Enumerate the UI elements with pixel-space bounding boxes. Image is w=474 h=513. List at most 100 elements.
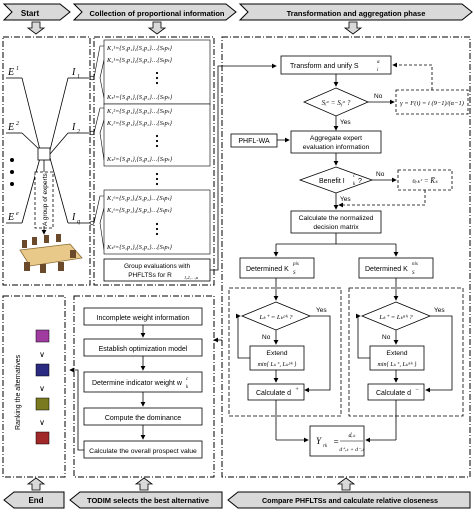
phase-header-start: Start (2, 3, 71, 21)
yes-label-1: Yes (340, 119, 351, 126)
aggregate-line2: evaluation information (303, 144, 370, 151)
phase-footer-todim: TODIM selects the best alternative (69, 491, 223, 509)
ks-groups: K₁¹={S₁p₁},{S₂p₂}…{Sₜpₜ} K₂¹={S₁p₁},{S₂p… (84, 39, 277, 282)
normalize-line2: decision matrix (313, 224, 359, 231)
incomplete-weight-label: Incomplete weight information (97, 315, 190, 322)
bottom-up-arrows (26, 477, 356, 491)
y-numerator: dᵣₖ (348, 433, 355, 439)
collection-label: Collection of proportional information (90, 9, 225, 18)
alternative-swatch-4 (35, 431, 50, 445)
alternative-swatch-2 (35, 363, 50, 377)
ks-row-1-2: K₂¹={S₁p₁},{S₂p₂}…{Sₜpₜ} (106, 57, 173, 64)
calc-dplus-label: Calculate d (256, 390, 291, 397)
no-label-4: No (382, 334, 391, 341)
no-label-2: No (376, 171, 385, 178)
prospect-value-box (83, 440, 203, 459)
meeting-table-icon (19, 226, 83, 273)
y-denominator: d⁺ᵣₖ + d⁻ᵣₖ (339, 447, 365, 453)
svg-text:∨: ∨ (39, 384, 45, 393)
svg-text:rk: rk (323, 444, 328, 449)
indicator-i2: I (71, 122, 76, 133)
svg-text:1,2,…,u: 1,2,…,u (184, 275, 199, 281)
ks-row-2-1: K₁²={S₁p₁},{S₂p₂}…{Sₜpₜ} (106, 108, 173, 115)
no-label-1: No (374, 93, 383, 100)
benefit-label: Benefit I (319, 178, 345, 185)
calc-dminus-label: Calculate d (376, 390, 411, 397)
lk-neg-condition: Lₖ⁺ = Lₖⁿⁱˢ ? (378, 314, 413, 321)
indicator-i1: I (71, 67, 76, 78)
expert-eq: E (7, 212, 14, 223)
header-down-arrows (26, 21, 363, 35)
alternative-swatch-3 (35, 397, 50, 411)
ranking-label: Ranking the alternatives (15, 354, 22, 430)
ks-row-3-3: Kₛᵉ={S₁p₁},{S₂p₂}…{Sₜpₜ} (106, 244, 172, 251)
prospect-label: Calculate the overall prospect value (89, 448, 197, 455)
normalize-line1: Calculate the normalized (299, 215, 374, 222)
ranking-panel-content: Ranking the alternatives ∨ ∨ ∨ (15, 329, 50, 445)
ks-row-2-2: K₂²={S₁p₁},{S₂p₂}…{Sₜpₜ} (106, 120, 173, 127)
group-eval-line1: Group evaluations with (124, 263, 191, 270)
svg-text:2: 2 (77, 129, 80, 135)
svg-text:pis: pis (292, 262, 299, 267)
upsilon-formula: υᵣₖᶜ = K̅ₛ (412, 177, 438, 185)
compare-label: Compare PHFLTSs and calculate relative c… (262, 496, 438, 505)
extend-neg-label: Extend (386, 350, 407, 357)
group-of-experts: A group of experts (42, 172, 49, 226)
svg-text:=: = (333, 437, 339, 447)
todim-flow: Incomplete weight information Establish … (69, 307, 203, 459)
svg-text:1: 1 (77, 74, 80, 80)
phase-footer-compare: Compare PHFLTSs and calculate relative c… (227, 491, 471, 509)
expert-network: E 1 E 2 E e A group of experts I 1 I 2 I… (6, 66, 84, 273)
svg-text:?: ? (358, 178, 362, 185)
ks-row-3-1: K₁ᵉ={S₁p₁},{S₂p₂}…{Sₜpₜ} (106, 195, 172, 202)
extend-pos-box (249, 345, 305, 371)
expert-panel (2, 36, 91, 286)
todim-panel (73, 295, 215, 478)
determined-pis-box (239, 257, 315, 279)
ks-row-3-2: K₂ᵉ={S₁p₁},{S₂p₂}…{Sₜpₜ} (106, 207, 172, 214)
svg-text:∨: ∨ (39, 418, 45, 427)
min-pos-label: min{ Lₖ⁺, Lₖᵖⁱˢ } (258, 361, 297, 368)
no-label-3: No (262, 334, 271, 341)
aggregate-line1: Aggregate expert (310, 135, 362, 142)
phase-header-transformation: Transformation and aggregation phase (238, 3, 473, 21)
equality-condition: Sᵢᵅ = Sᵧᵅ ? (322, 99, 351, 107)
ks-row-1-3: Kₛ¹={S₁p₁},{S₂p₂}…{Sₜpₜ} (106, 94, 173, 101)
min-neg-label: min{ Lₖ⁺, Lₖⁿⁱˢ } (378, 361, 418, 368)
svg-text:q: q (77, 219, 80, 225)
optimization-label: Establish optimization model (99, 346, 188, 353)
gamma-formula: γ = F(i) = i (9−1)/(α−1) (400, 100, 464, 107)
transform-panel (221, 36, 471, 478)
group-eval-line2: PHFLTSs for R (128, 272, 172, 279)
transformation-flow: Transform and unify S i α Sᵢᵅ = Sᵧᵅ ? No… (228, 55, 469, 457)
dominance-label: Compute the dominance (105, 415, 181, 422)
svg-text:e: e (16, 211, 19, 217)
start-label: Start (21, 9, 40, 18)
svg-text:∨: ∨ (39, 350, 45, 359)
det-neg-label: Determined K (365, 266, 408, 273)
lk-pos-condition: Lₖ⁺ = Lₖᵖⁱˢ ? (258, 314, 293, 321)
expert-e1: E (7, 67, 14, 78)
phase-footer-end: End (3, 491, 65, 509)
ks-panel (93, 36, 215, 286)
svg-text:−: − (415, 387, 419, 393)
extend-pos-label: Extend (266, 350, 287, 357)
svg-text:k: k (353, 182, 356, 187)
svg-text:α: α (377, 60, 380, 65)
end-label: End (28, 496, 43, 505)
yes-label-4: Yes (434, 307, 445, 314)
phfl-wa-label: PHFL-WA (238, 138, 270, 145)
svg-text:2: 2 (16, 121, 19, 127)
yes-label-3: Yes (316, 307, 327, 314)
phase-header-collection: Collection of proportional information (72, 3, 237, 21)
indicator-weight-label: Determine indicator weight w (92, 380, 183, 387)
alternative-swatch-1 (35, 329, 50, 343)
ranking-panel (2, 295, 66, 478)
svg-text:+: + (295, 387, 299, 393)
det-pos-label: Determined K (246, 266, 289, 273)
gamma-box (395, 89, 469, 115)
yes-label-2: Yes (340, 196, 351, 203)
expert-e2: E (7, 122, 14, 133)
svg-text:nis: nis (412, 262, 418, 267)
